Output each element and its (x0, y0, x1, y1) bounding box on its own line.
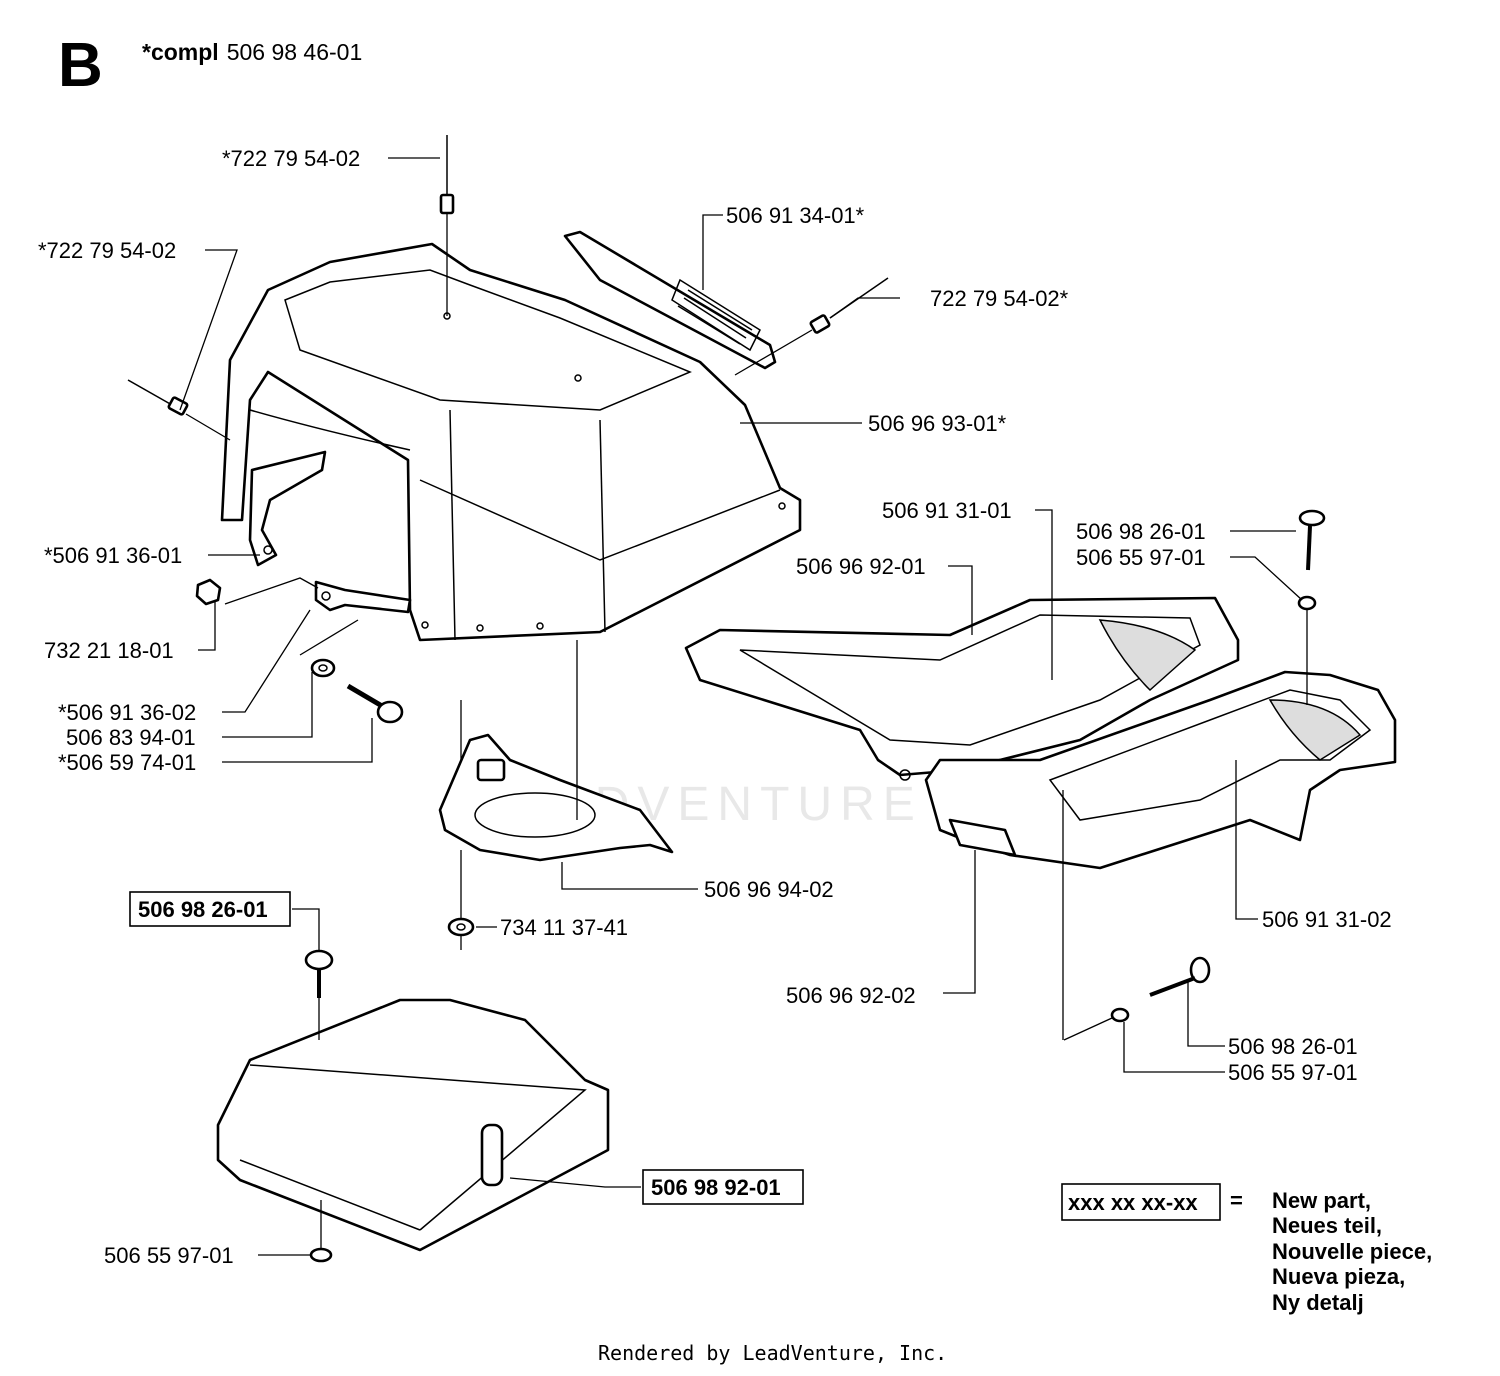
compl-heading: *compl 506 98 46-01 (142, 39, 362, 65)
compl-number: 506 98 46-01 (227, 39, 363, 65)
callout-panel-right: 506 91 31-02 (1262, 907, 1392, 932)
washer-right-top-part (1297, 595, 1317, 611)
bracket-lower-part (314, 580, 412, 614)
callout-cover-washer: 506 55 97-01 (104, 1243, 234, 1268)
hood-part (220, 242, 802, 642)
legend-equals: = (1230, 1188, 1243, 1213)
legend-code-box (1061, 1183, 1221, 1221)
callout-screw-right-top: 506 98 26-01 (1076, 519, 1206, 544)
seat-plate-part (438, 733, 674, 862)
pin-right-part (809, 277, 889, 334)
screw-right-top-part (1298, 509, 1326, 571)
legend-code: xxx xx xx-xx (1068, 1190, 1198, 1215)
cover-screw-part (304, 949, 334, 998)
panel-right-part (924, 670, 1397, 870)
callout-bracket-upper: *506 91 36-01 (44, 543, 182, 568)
cover-part (216, 998, 610, 1252)
bracket-upper-part (248, 450, 327, 567)
callout-washer-right-bottom: 506 55 97-01 (1228, 1060, 1358, 1085)
section-letter: B (58, 31, 103, 100)
washer-part (310, 658, 336, 678)
panel-left-part (684, 596, 1240, 781)
nut-part (195, 578, 222, 606)
callout-cover: 506 98 92-01 (651, 1175, 781, 1200)
callout-side-left: 506 96 92-01 (796, 554, 926, 579)
callout-cover-screw: 506 98 26-01 (138, 897, 268, 922)
callout-bolt: *506 59 74-01 (58, 750, 196, 775)
callout-pin-right: 722 79 54-02* (930, 286, 1069, 311)
leader-lines (179, 157, 1308, 1256)
callout-side-right: 506 96 92-02 (786, 983, 916, 1008)
cover-washer-part (309, 1247, 333, 1263)
compl-prefix: *compl (142, 39, 219, 65)
callout-washer: 506 83 94-01 (66, 725, 196, 750)
bolt-part (346, 683, 404, 724)
legend: xxx xx xx-xx = New part, Neues teil, Nou… (1061, 1183, 1432, 1315)
callout-seat-plate: 506 96 94-02 (704, 877, 834, 902)
callout-washer-lower: 734 11 37-41 (500, 915, 628, 940)
legend-line-2: Neues teil, (1272, 1213, 1382, 1238)
callout-screw-right-bottom: 506 98 26-01 (1228, 1034, 1358, 1059)
washer-lower-part (447, 917, 475, 937)
grille-part (563, 230, 777, 370)
callout-cover-screw-box (129, 891, 291, 927)
callout-pin-left: *722 79 54-02 (38, 238, 176, 263)
callout-cover-box (642, 1169, 804, 1205)
footer-credit: Rendered by LeadVenture, Inc. (598, 1341, 947, 1365)
legend-line-3: Nouvelle piece, (1272, 1239, 1432, 1264)
callout-nut: 732 21 18-01 (44, 638, 174, 663)
callout-hood: 506 96 93-01* (868, 411, 1007, 436)
screw-right-bottom-part (1149, 956, 1211, 997)
callout-grille: 506 91 34-01* (726, 203, 865, 228)
pin-top-part (439, 135, 455, 215)
callout-panel-left: 506 91 31-01 (882, 498, 1012, 523)
pin-left-part (127, 379, 189, 416)
callout-washer-right-top: 506 55 97-01 (1076, 545, 1206, 570)
legend-line-4: Nueva pieza, (1272, 1264, 1405, 1289)
legend-line-5: Ny detalj (1272, 1290, 1364, 1315)
callout-bracket-lower: *506 91 36-02 (58, 700, 196, 725)
callout-pin-top: *722 79 54-02 (222, 146, 360, 171)
legend-line-1: New part, (1272, 1188, 1371, 1213)
washer-right-bottom-part (1110, 1007, 1130, 1023)
